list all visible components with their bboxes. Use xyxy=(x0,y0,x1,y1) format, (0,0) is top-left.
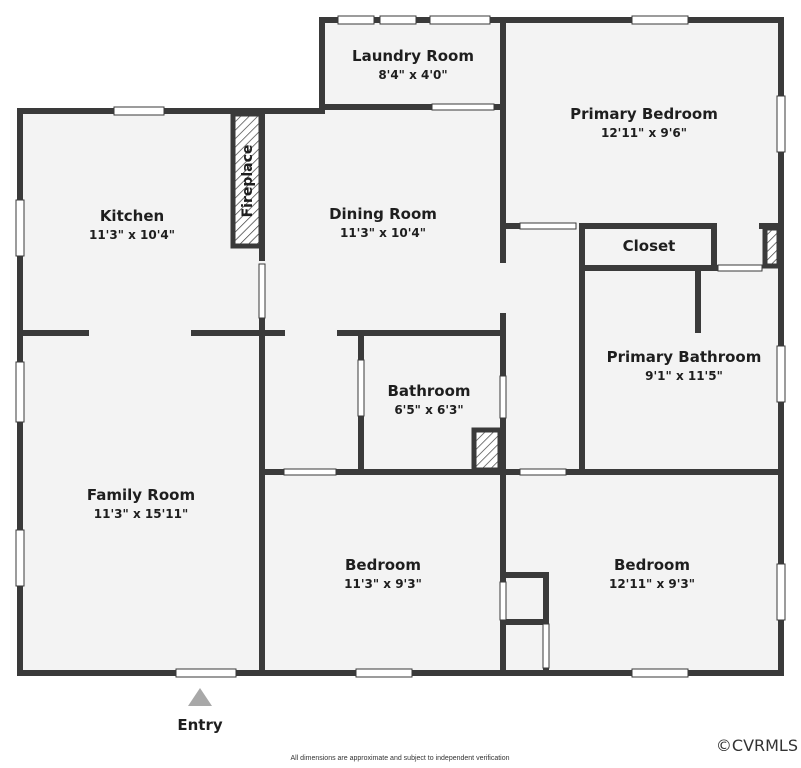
window-family-left-2 xyxy=(15,529,25,587)
floor-main xyxy=(20,20,781,673)
window-laundry-1 xyxy=(337,15,375,25)
wall-bedroom-closet xyxy=(500,572,549,625)
primary-bedroom-dims: 12'11" x 9'6" xyxy=(601,126,687,140)
window-family-left-1 xyxy=(15,361,25,423)
window-primary-bath-right xyxy=(776,345,786,403)
disclaimer: All dimensions are approximate and subje… xyxy=(290,755,510,762)
wall-closet xyxy=(579,223,717,473)
window-kitchen-top xyxy=(113,106,165,116)
bedroom-2-name: Bedroom xyxy=(614,556,690,574)
opening-bathroom xyxy=(357,359,365,417)
family-room-name: Family Room xyxy=(87,486,195,504)
opening-bedroom2-closet xyxy=(542,623,550,669)
primary-bathroom-name: Primary Bathroom xyxy=(607,348,762,366)
exterior-wall xyxy=(17,17,784,676)
bathroom-duct xyxy=(471,427,503,473)
closet-name: Closet xyxy=(623,237,676,255)
copyright: ©CVRMLS xyxy=(715,736,798,755)
bedroom-1-name: Bedroom xyxy=(345,556,421,574)
room-labels: Laundry Room 8'4" x 4'0" Primary Bedroom… xyxy=(87,47,761,591)
closet-duct xyxy=(762,225,782,269)
opening-kitchen-dining xyxy=(258,263,266,319)
bathroom-name: Bathroom xyxy=(387,382,470,400)
primary-bathroom-dims: 9'1" x 11'5" xyxy=(645,369,723,383)
kitchen-dims: 11'3" x 10'4" xyxy=(89,228,175,242)
opening-bedroom1 xyxy=(283,468,337,476)
fireplace xyxy=(230,111,264,249)
fireplace-label: Fireplace xyxy=(240,145,256,218)
opening-primary-closet xyxy=(519,222,577,230)
opening-bathroom-right xyxy=(499,375,507,419)
window-laundry-2 xyxy=(379,15,417,25)
window-bedroom1-bottom xyxy=(355,668,413,678)
primary-bedroom-name: Primary Bedroom xyxy=(570,105,718,123)
window-primary-right xyxy=(776,95,786,153)
opening-primary-bath xyxy=(717,264,763,272)
floors xyxy=(20,20,781,673)
bedroom-1-dims: 11'3" x 9'3" xyxy=(344,577,422,591)
laundry-room-name: Laundry Room xyxy=(352,47,474,65)
windows xyxy=(15,15,786,678)
laundry-room-dims: 8'4" x 4'0" xyxy=(378,68,447,82)
dining-room-name: Dining Room xyxy=(329,205,437,223)
dining-room-dims: 11'3" x 10'4" xyxy=(340,226,426,240)
window-bedroom2-right xyxy=(776,563,786,621)
window-kitchen-left xyxy=(15,199,25,257)
opening-bedroom2 xyxy=(519,468,567,476)
window-bedroom2-bottom xyxy=(631,668,689,678)
kitchen-name: Kitchen xyxy=(100,207,164,225)
window-laundry-3 xyxy=(429,15,491,25)
entry-door xyxy=(175,668,237,678)
bathroom-dims: 6'5" x 6'3" xyxy=(394,403,463,417)
opening-laundry-dining xyxy=(431,103,495,111)
entry-label: Entry xyxy=(177,716,223,734)
family-room-dims: 11'3" x 15'11" xyxy=(94,507,188,521)
opening-bedroom-closet xyxy=(499,581,507,621)
window-primary-top xyxy=(631,15,689,25)
bedroom-2-dims: 12'11" x 9'3" xyxy=(609,577,695,591)
hatched-structures xyxy=(230,111,782,473)
entry-arrow-icon xyxy=(188,688,212,706)
